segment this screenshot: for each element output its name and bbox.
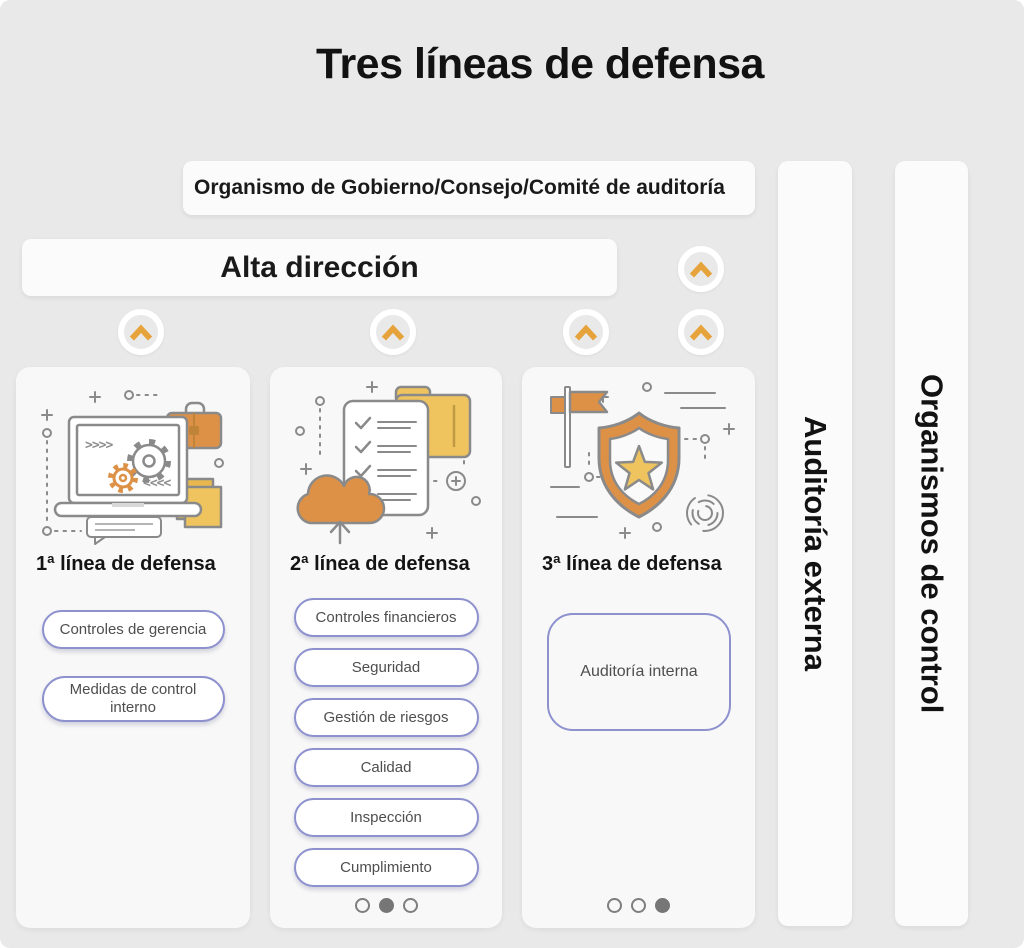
external-audit-label: Auditoría externa — [798, 416, 833, 671]
column-first-line: >>>> <<<< — [16, 367, 250, 928]
speech-bubble-icon — [86, 516, 162, 545]
flow-arrow-first-line — [118, 309, 164, 355]
carousel-dot[interactable] — [354, 898, 370, 913]
pill-button[interactable]: Controles financieros — [293, 598, 479, 637]
carousel-dot[interactable] — [378, 898, 394, 913]
senior-management-bar: Alta dirección — [22, 239, 617, 296]
carousel-dots — [522, 898, 755, 913]
control-bodies-label: Organismos de control — [914, 373, 950, 714]
sticky-notes-icon — [175, 477, 223, 529]
svg-text:<<<<: <<<< — [143, 476, 171, 491]
column-heading: 1ª línea de defensa — [36, 553, 216, 575]
senior-management-label: Alta dirección — [220, 250, 419, 284]
pill-button[interactable]: Inspección — [293, 798, 479, 837]
laptop-gears-illustration: >>>> <<<< — [41, 390, 224, 545]
column-heading: 2ª línea de defensa — [290, 553, 470, 575]
pill-button[interactable]: Calidad — [293, 748, 479, 787]
control-bodies-bar: Organismos de control — [895, 161, 968, 926]
pill-button[interactable]: Controles de gerencia — [41, 610, 225, 649]
carousel-dot[interactable] — [655, 898, 670, 913]
column-second-line: 2ª línea de defensa Controles financiero… — [270, 367, 502, 928]
carousel-dot[interactable] — [631, 898, 646, 913]
gear-small-icon — [108, 463, 138, 493]
chevron-up-icon — [689, 261, 713, 278]
carousel-dots — [270, 898, 502, 913]
flow-arrow-second-line — [370, 309, 416, 355]
svg-text:>>>>: >>>> — [85, 438, 113, 453]
second-line-illustration — [270, 375, 502, 547]
spiral-icon — [685, 494, 724, 532]
pill-button[interactable]: Gestión de riesgos — [293, 698, 479, 737]
page-title: Tres líneas de defensa — [316, 40, 764, 88]
cloud-upload-icon — [296, 474, 386, 545]
chevron-up-icon — [689, 324, 713, 341]
checklist-folder-illustration — [295, 381, 481, 545]
carousel-dot[interactable] — [402, 898, 418, 913]
shield-star-illustration — [549, 382, 735, 539]
gear-icon — [127, 439, 171, 483]
first-line-illustration: >>>> <<<< — [16, 375, 250, 547]
pill-button[interactable]: Medidas de control interno — [41, 676, 225, 722]
pill-list: Controles financieros Seguridad Gestión … — [270, 598, 502, 887]
governance-bar-label: Organismo de Gobierno/Consejo/Comité de … — [194, 176, 725, 199]
external-audit-bar: Auditoría externa — [778, 161, 852, 926]
pill-button[interactable]: Cumplimiento — [293, 848, 479, 887]
internal-audit-box[interactable]: Auditoría interna — [547, 613, 731, 731]
column-third-line: 3ª línea de defensa Auditoría interna — [522, 367, 755, 928]
chevron-up-icon — [381, 324, 405, 341]
flag-icon — [549, 386, 608, 468]
pill-list: Controles de gerencia Medidas de control… — [16, 610, 250, 722]
target-icon — [433, 471, 466, 491]
column-heading: 3ª línea de defensa — [542, 553, 722, 575]
governance-bar: Organismo de Gobierno/Consejo/Comité de … — [183, 161, 755, 215]
flow-arrow-governance — [678, 246, 724, 292]
flow-arrow-third-line-right — [678, 309, 724, 355]
pill-button[interactable]: Seguridad — [293, 648, 479, 687]
carousel-dot[interactable] — [607, 898, 622, 913]
chevron-up-icon — [129, 324, 153, 341]
shield-icon — [597, 411, 680, 519]
star-icon — [614, 444, 663, 491]
third-line-illustration — [522, 375, 755, 547]
chevron-up-icon — [574, 324, 598, 341]
flow-arrow-third-line-left — [563, 309, 609, 355]
laptop-icon: >>>> <<<< — [53, 415, 203, 518]
internal-audit-label: Auditoría interna — [580, 663, 698, 680]
